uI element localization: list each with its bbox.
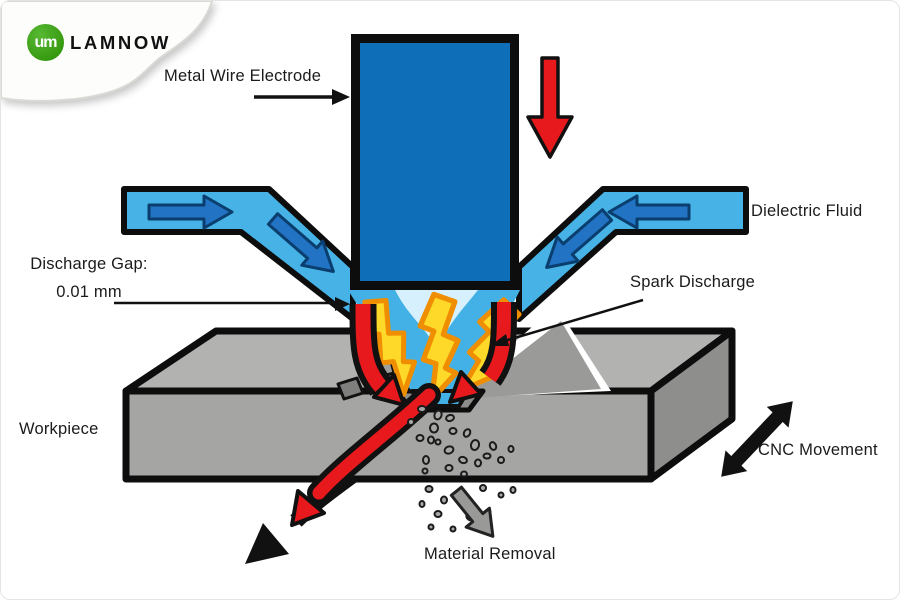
discharge-gap-value: 0.01 mm: [56, 282, 122, 301]
debris-particle: [479, 484, 487, 492]
debris-particle: [482, 452, 492, 460]
debris-particle: [418, 500, 426, 508]
debris-particle: [460, 470, 468, 478]
debris-particle: [433, 510, 443, 518]
gap-arrow-right-icon: [448, 301, 517, 404]
debris-particle: [497, 491, 505, 499]
spark-discharge-label: Spark Discharge: [630, 273, 755, 291]
electrode-pointer: [254, 89, 350, 105]
workpiece-right-face: [647, 327, 736, 483]
debris-particle: [422, 455, 430, 465]
flow-arrow-right-horizontal-icon: [607, 194, 691, 230]
debris-particle: [444, 464, 454, 472]
debris-particle: [415, 434, 425, 442]
debris-particle: [469, 439, 481, 451]
discharge-gap-title: Discharge Gap:: [30, 255, 148, 273]
debris-particle: [424, 485, 434, 493]
debris-particle: [443, 445, 455, 455]
dielectric-channel-left: [121, 186, 356, 322]
logo-name: LAMNOW: [70, 31, 171, 53]
debris-particle: [421, 467, 429, 475]
debris-particle: [462, 428, 472, 438]
logo-monogram: um: [34, 33, 58, 51]
debris-particle: [433, 409, 443, 421]
debris-particle: [497, 456, 505, 464]
cnc-movement-label: CNC Movement: [758, 441, 878, 459]
debris-particle: [448, 427, 458, 435]
debris-particle: [445, 413, 455, 423]
flush-arrow-red-icon: [290, 383, 441, 527]
dielectric-fluid-label: Dielectric Fluid: [751, 202, 863, 220]
debris-particle: [507, 445, 515, 453]
cnc-movement-arrow-icon: [721, 401, 793, 477]
debris-particle: [509, 486, 517, 494]
flow-arrow-right-diagonal-icon: [545, 208, 614, 269]
debris-particle: [429, 422, 439, 434]
debris-particle: [474, 458, 482, 468]
debris-particle: [488, 441, 498, 451]
material-removal-arrow-icon: [449, 485, 495, 538]
flow-arrow-left-horizontal-icon: [147, 194, 234, 230]
wire-feed-arrow-icon: [526, 56, 574, 159]
gap-arrow-left-icon: [349, 303, 406, 407]
debris-particle: [427, 435, 435, 445]
discharge-gap-pointer: [114, 297, 350, 311]
material-removal-label: Material Removal: [424, 545, 556, 563]
spark-bolt-center-icon: [417, 291, 461, 403]
electrode-label: Metal Wire Electrode: [164, 67, 322, 85]
discharge-gap-label: Discharge Gap: 0.01 mm: [23, 255, 155, 303]
debris-particle: [458, 455, 468, 465]
debris-particle: [417, 405, 427, 413]
flow-arrow-left-diagonal-icon: [266, 212, 335, 273]
debris-particle: [440, 495, 448, 505]
dielectric-channel-right: [516, 186, 749, 322]
spark-discharge-pointer: [490, 298, 644, 346]
debris-particle: [407, 418, 415, 426]
debris-particle: [427, 523, 435, 531]
debris-particle: [449, 525, 457, 533]
debris-particle: [434, 438, 442, 446]
brand-logo-icon: um: [27, 24, 64, 61]
brand-logo: um LAMNOW: [27, 24, 171, 61]
wire-electrode-shape: [351, 34, 519, 290]
workpiece-label: Workpiece: [19, 420, 99, 438]
